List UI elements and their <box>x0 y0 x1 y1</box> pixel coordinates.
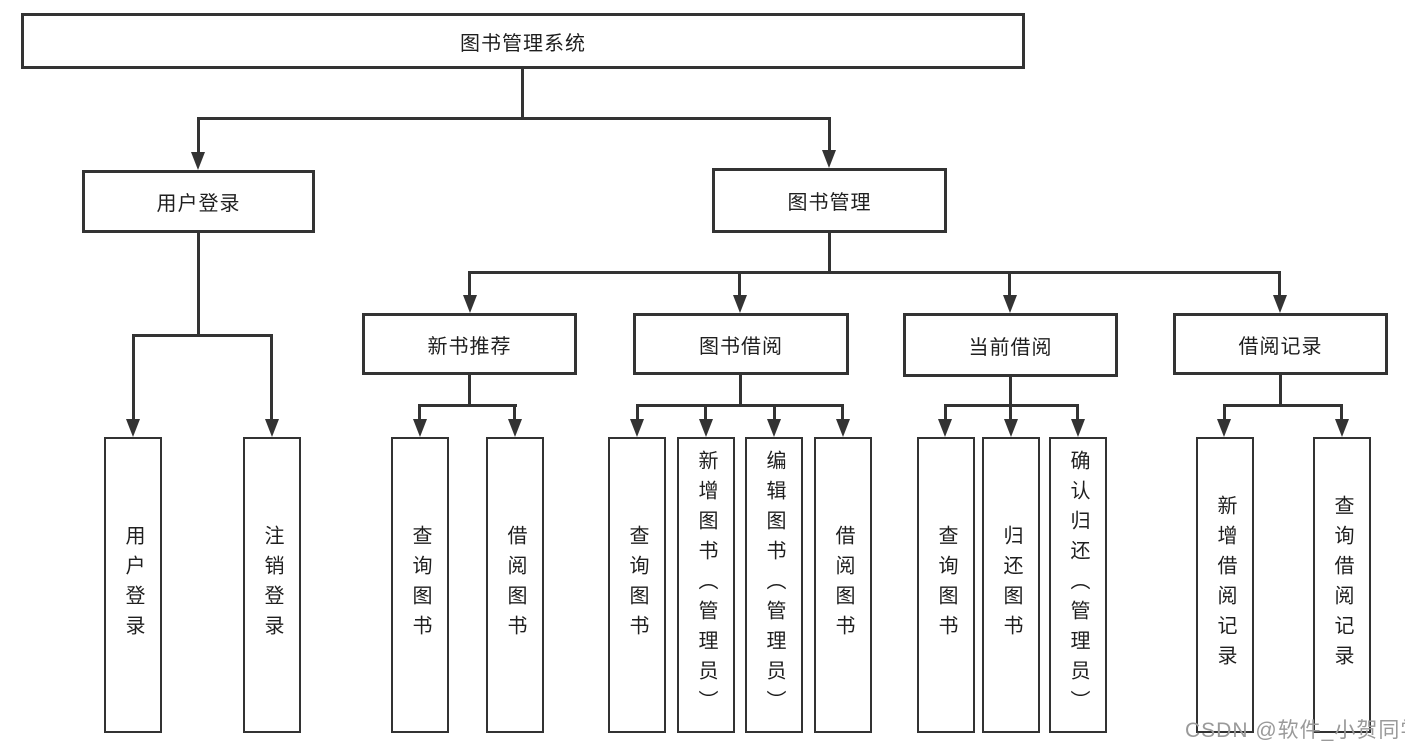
leaf-query-books: 查询图书 <box>608 437 666 733</box>
edge-line <box>468 271 471 299</box>
arrowhead-down-icon <box>1003 295 1017 313</box>
edge-line <box>513 404 516 424</box>
leaf-label: 编辑图书（管理员） <box>763 450 785 720</box>
leaf-query-books: 查询图书 <box>917 437 975 733</box>
edge-line <box>636 404 639 424</box>
edge-line <box>1279 375 1282 406</box>
leaf-label: 新增借阅记录 <box>1214 495 1236 675</box>
node-user-login: 用户登录 <box>82 170 315 233</box>
arrowhead-down-icon <box>265 419 279 437</box>
leaf-label: 借阅图书 <box>504 525 526 645</box>
edge-line <box>418 404 421 424</box>
node-label: 用户登录 <box>156 193 241 215</box>
edge-line <box>738 271 741 299</box>
edge-line <box>636 404 843 407</box>
arrowhead-down-icon <box>508 419 522 437</box>
leaf-add-books-admin: 新增图书（管理员） <box>677 437 735 733</box>
node-borrowing-records: 借阅记录 <box>1173 313 1388 375</box>
leaf-query-borrow-record: 查询借阅记录 <box>1313 437 1371 733</box>
edge-line <box>944 404 947 424</box>
node-label: 新书推荐 <box>427 335 512 358</box>
edge-line <box>1223 404 1342 407</box>
node-current-borrowing: 当前借阅 <box>903 313 1118 377</box>
edge-line <box>1009 404 1012 424</box>
node-label: 图书借阅 <box>699 335 783 358</box>
leaf-user-login: 用户登录 <box>104 437 162 733</box>
node-book-borrowing: 图书借阅 <box>633 313 849 375</box>
arrowhead-down-icon <box>463 295 477 313</box>
edge-line <box>270 334 273 424</box>
edge-line <box>197 233 200 337</box>
edge-line <box>468 375 471 406</box>
arrowhead-down-icon <box>822 150 836 168</box>
arrowhead-down-icon <box>938 419 952 437</box>
edge-line <box>739 375 742 406</box>
leaf-label: 查询图书 <box>935 525 957 645</box>
leaf-label: 查询借阅记录 <box>1331 495 1353 675</box>
edge-line <box>418 404 517 407</box>
edge-line <box>1223 404 1226 424</box>
edge-line <box>1076 404 1079 424</box>
leaf-label: 新增图书（管理员） <box>695 450 717 720</box>
edge-line <box>1340 404 1343 424</box>
leaf-edit-books-admin: 编辑图书（管理员） <box>745 437 803 733</box>
arrowhead-down-icon <box>191 152 205 170</box>
edge-line <box>132 334 135 424</box>
leaf-label: 注销登录 <box>261 525 283 645</box>
node-label: 当前借阅 <box>968 336 1053 359</box>
edge-line <box>197 117 200 155</box>
edge-line <box>1008 271 1011 299</box>
leaf-label: 归还图书 <box>1000 525 1022 645</box>
leaf-return-books: 归还图书 <box>982 437 1040 733</box>
leaf-label: 确认归还（管理员） <box>1067 450 1089 720</box>
arrowhead-down-icon <box>699 419 713 437</box>
arrowhead-down-icon <box>1273 295 1287 313</box>
edge-line <box>1009 377 1012 406</box>
edge-line <box>132 334 273 337</box>
csdn-watermark: CSDN @软件_小贺同学 <box>1185 719 1405 742</box>
edge-line <box>521 67 524 120</box>
node-label: 图书管理 <box>787 192 872 214</box>
edge-line <box>197 117 831 120</box>
leaf-label: 查询图书 <box>626 525 648 645</box>
arrowhead-down-icon <box>767 419 781 437</box>
arrowhead-down-icon <box>1217 419 1231 437</box>
node-new-book-recommend: 新书推荐 <box>362 313 577 375</box>
edge-line <box>1278 271 1281 299</box>
leaf-logout: 注销登录 <box>243 437 301 733</box>
edge-line <box>828 233 831 273</box>
node-label: 图书管理系统 <box>460 32 586 55</box>
arrowhead-down-icon <box>630 419 644 437</box>
arrowhead-down-icon <box>1335 419 1349 437</box>
leaf-confirm-return-admin: 确认归还（管理员） <box>1049 437 1107 733</box>
arrowhead-down-icon <box>1071 419 1085 437</box>
arrowhead-down-icon <box>126 419 140 437</box>
arrowhead-down-icon <box>1004 419 1018 437</box>
leaf-add-borrow-record: 新增借阅记录 <box>1196 437 1254 733</box>
edge-line <box>828 117 831 153</box>
leaf-label: 查询图书 <box>409 525 431 645</box>
edge-line <box>468 271 1281 274</box>
edge-line <box>704 404 707 424</box>
arrowhead-down-icon <box>836 419 850 437</box>
edge-line <box>841 404 844 424</box>
leaf-query-books: 查询图书 <box>391 437 449 733</box>
leaf-borrow-books: 借阅图书 <box>486 437 544 733</box>
arrowhead-down-icon <box>733 295 747 313</box>
edge-line <box>773 404 776 424</box>
leaf-label: 用户登录 <box>122 525 144 645</box>
arrowhead-down-icon <box>413 419 427 437</box>
node-label: 借阅记录 <box>1238 335 1323 358</box>
leaf-label: 借阅图书 <box>832 525 854 645</box>
node-library-management-system: 图书管理系统 <box>21 13 1025 69</box>
node-book-management: 图书管理 <box>712 168 947 233</box>
leaf-borrow-books: 借阅图书 <box>814 437 872 733</box>
